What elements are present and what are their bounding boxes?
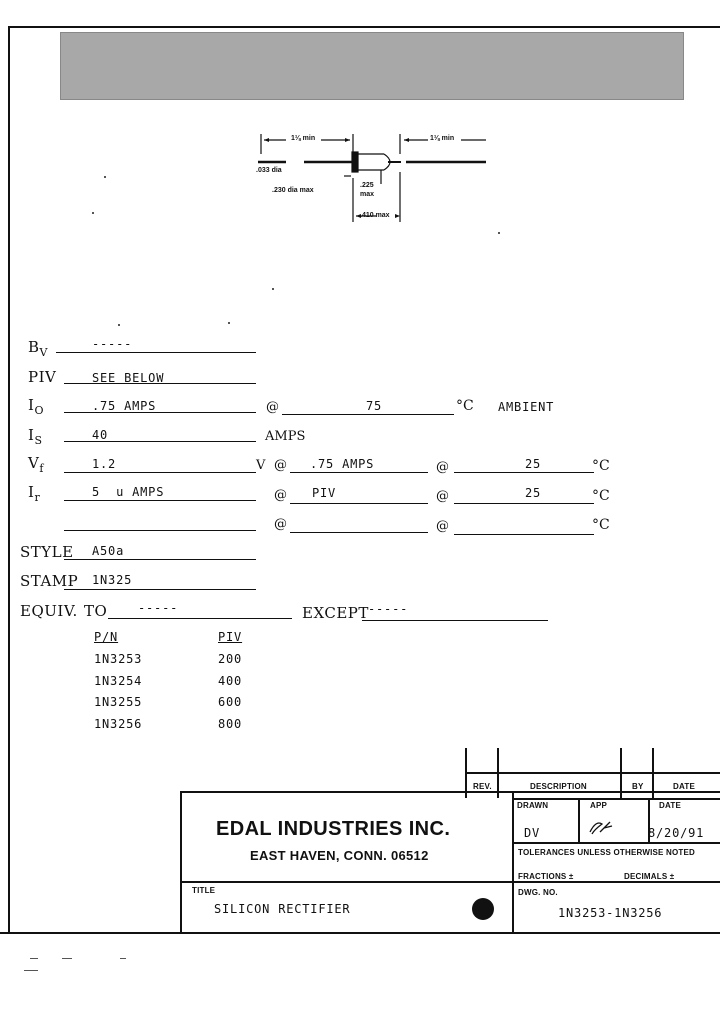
vf-at-2: @ <box>436 460 449 475</box>
date-label: DATE <box>673 782 695 791</box>
ir-condition: PIV <box>312 486 337 500</box>
part-number: 1N3254 <box>94 674 143 688</box>
approval-signature <box>589 821 613 835</box>
io-note: AMBIENT <box>498 400 555 414</box>
bv-label: BV <box>28 338 48 359</box>
piv-header: PIV <box>218 630 243 644</box>
equiv-label: EQUIV. <box>20 602 78 620</box>
dwg-no-label: DWG. NO. <box>518 888 558 897</box>
company-name: EDAL INDUSTRIES INC. <box>216 818 451 840</box>
lead-diameter-label: .033 dia <box>256 167 282 174</box>
vf-temp-unit: °C <box>592 458 610 474</box>
except-value: ----- <box>368 602 409 616</box>
vf-temp: 25 <box>525 457 542 471</box>
io-value: .75 AMPS <box>92 399 157 413</box>
io-at: @ <box>266 400 279 415</box>
blank-temp-unit: °C <box>592 517 610 533</box>
vf-at-1: @ <box>274 458 287 473</box>
hole-punch-dot <box>472 898 494 920</box>
title-value: SILICON RECTIFIER <box>214 902 351 916</box>
equiv-to-value: ----- <box>138 601 179 615</box>
part-piv: 600 <box>218 695 243 709</box>
vf-value: 1.2 <box>92 457 117 471</box>
part-number: 1N3253 <box>94 652 143 666</box>
is-value: 40 <box>92 428 109 442</box>
except-label: EXCEPT <box>302 604 369 622</box>
blank-at-1: @ <box>274 517 287 532</box>
lead-length-left-label: 1⅛ min <box>291 135 316 142</box>
rev-label: REV. <box>473 782 492 791</box>
tolerances-label: TOLERANCES UNLESS OTHERWISE NOTED <box>518 848 695 857</box>
style-label: STYLE <box>20 543 74 561</box>
page-frame <box>8 26 720 934</box>
bv-value: ----- <box>92 337 133 351</box>
io-label: IO <box>28 396 44 417</box>
date2-label: DATE <box>659 801 681 810</box>
style-value: A50a <box>92 544 125 558</box>
fractions-label: FRACTIONS ± <box>518 872 574 881</box>
drawn-value: DV <box>524 826 541 840</box>
company-address: EAST HAVEN, CONN. 06512 <box>250 848 429 863</box>
ir-temp: 25 <box>525 486 542 500</box>
io-temp-unit: °C <box>456 398 474 414</box>
pn-header: P/N <box>94 630 119 644</box>
vf-label: Vf <box>28 454 44 475</box>
drawn-label: DRAWN <box>517 801 549 810</box>
app-label: APP <box>590 801 608 810</box>
equiv-to-label: TO <box>84 602 108 620</box>
part-piv: 200 <box>218 652 243 666</box>
vf-condition: .75 AMPS <box>310 457 375 471</box>
ir-value: 5 u AMPS <box>92 485 165 499</box>
header-redaction-bar <box>60 32 684 100</box>
date-value: 8/20/91 <box>648 826 705 840</box>
blank-at-2: @ <box>436 519 449 534</box>
io-temp: 75 <box>366 399 383 413</box>
dwg-no-value: 1N3253-1N3256 <box>558 906 663 920</box>
diode-outline-drawing <box>258 134 486 222</box>
part-number: 1N3255 <box>94 695 143 709</box>
piv-label: PIV <box>28 368 57 386</box>
title-label: TITLE <box>192 886 216 895</box>
piv-value: SEE BELOW <box>92 371 165 385</box>
lead-length-right-label: 1⅛ min <box>430 135 455 142</box>
body-diameter-label: .230 dia max <box>272 187 314 194</box>
part-piv: 800 <box>218 717 243 731</box>
stamp-value: 1N325 <box>92 573 133 587</box>
stamp-label: STAMP <box>20 572 79 590</box>
description-label: DESCRIPTION <box>530 782 587 791</box>
vf-unit: V <box>256 458 266 473</box>
body-length-label: .225 max <box>360 182 375 198</box>
decimals-label: DECIMALS ± <box>624 872 675 881</box>
ir-at-1: @ <box>274 488 287 503</box>
is-label: IS <box>28 426 43 447</box>
ir-label: Ir <box>28 483 41 504</box>
by-label: BY <box>632 782 644 791</box>
total-length-label: .410 max <box>360 212 390 219</box>
part-number: 1N3256 <box>94 717 143 731</box>
ir-temp-unit: °C <box>592 488 610 504</box>
ir-at-2: @ <box>436 489 449 504</box>
part-piv: 400 <box>218 674 243 688</box>
is-unit: AMPS <box>265 429 306 444</box>
